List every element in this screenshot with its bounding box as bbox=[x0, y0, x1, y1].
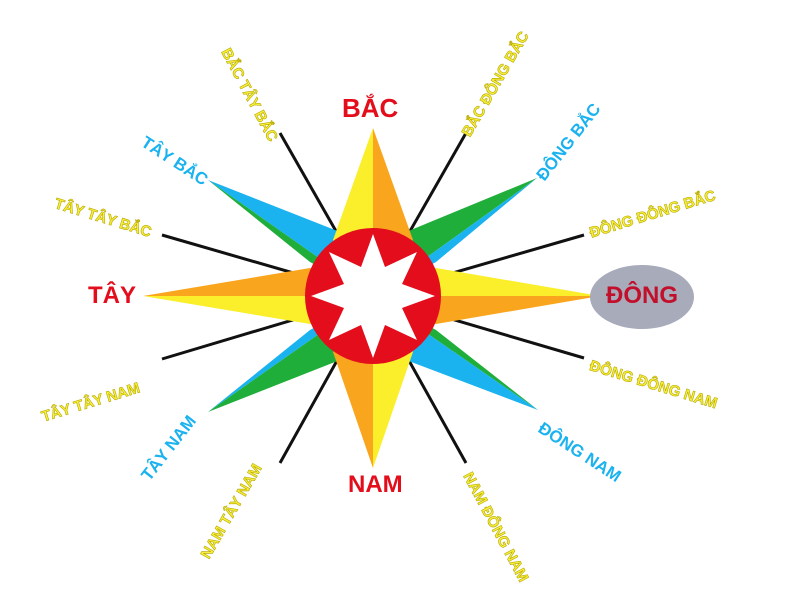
center-star-icon bbox=[311, 234, 435, 358]
east-highlight-oval bbox=[590, 265, 694, 329]
label-west: TÂY bbox=[88, 282, 136, 309]
label-south: NAM bbox=[348, 471, 403, 498]
label-north: BẮC bbox=[342, 93, 399, 123]
label-east: ĐÔNG bbox=[606, 282, 678, 309]
